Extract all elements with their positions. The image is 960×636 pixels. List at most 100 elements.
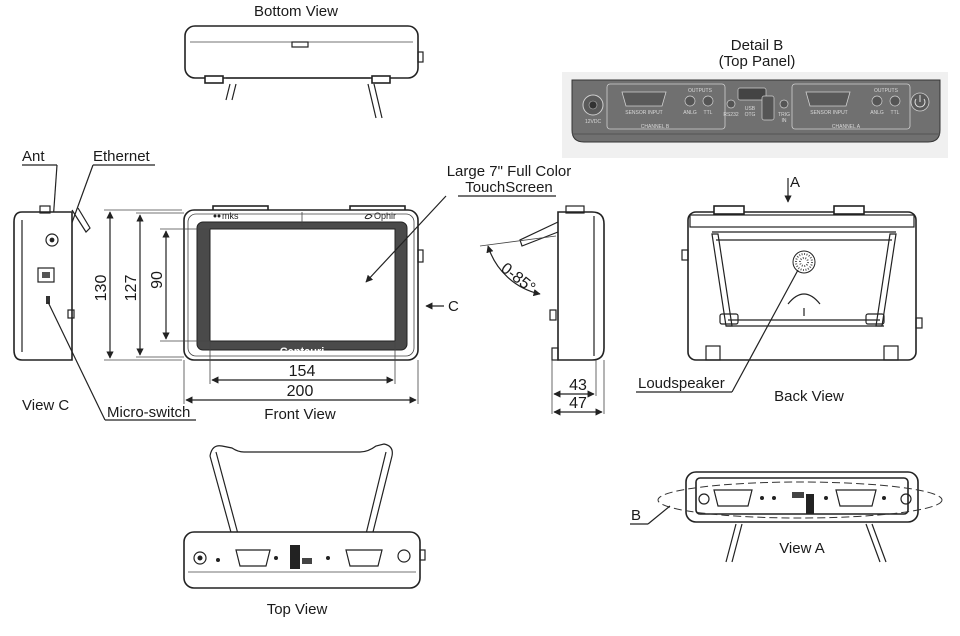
- side-profile-foot: [551, 347, 559, 361]
- view-a-dot-1-icon: [760, 496, 764, 500]
- side-view-clip: [67, 309, 75, 319]
- ophir-logo-icon: [364, 213, 373, 220]
- top-view-dot-2-icon: [274, 556, 278, 560]
- side-view-body: [13, 211, 73, 361]
- top-view-stand-right: [365, 451, 393, 537]
- back-view: A Loudspeaker Back View: [636, 174, 923, 405]
- back-view-top-tab-right: [833, 205, 865, 215]
- bottom-view: Bottom View: [184, 3, 424, 119]
- ant-label: Ant: [22, 148, 45, 165]
- view-a-dot-3-icon: [824, 496, 828, 500]
- dim-130: 130: [93, 275, 110, 302]
- front-view: mks Ophir Centauri Large 7" Full Color T…: [93, 163, 571, 423]
- view-c-label: View C: [22, 397, 69, 414]
- top-view-trig-lever-icon: [290, 545, 300, 569]
- view-a-dot-4-icon: [882, 496, 886, 500]
- ttl-a-jack-icon: [889, 95, 901, 107]
- top-view-power-button-icon: [397, 549, 411, 563]
- top-view: Top View: [183, 443, 426, 618]
- stand-top-bar: [712, 231, 896, 241]
- back-view-top-tab-left: [713, 205, 745, 215]
- bottom-view-body: [184, 25, 419, 79]
- bottom-view-stand-leg-right: [367, 83, 383, 119]
- micro-switch-label: Micro-switch: [107, 404, 190, 421]
- loudspeaker-label: Loudspeaker: [638, 375, 725, 392]
- back-view-foot-left: [705, 345, 721, 361]
- back-view-label: Back View: [774, 388, 844, 405]
- mks-logo: mks: [222, 211, 239, 221]
- top-view-dot-1-icon: [216, 558, 220, 562]
- view-a-power-button-icon: [900, 493, 912, 505]
- dim-154: 154: [289, 363, 316, 380]
- back-view-hinge-bar: [689, 214, 915, 228]
- rs232-jack-icon: [726, 99, 736, 109]
- side-view-stand: [71, 207, 91, 233]
- detail-b-subtitle: (Top Panel): [719, 53, 796, 70]
- dc-label: 12VDC: [585, 119, 602, 125]
- front-view-side-connector: [417, 249, 424, 263]
- screen-callout-leader: [365, 195, 447, 283]
- view-a-sensor-a-connector-icon: [835, 489, 877, 507]
- channel-a-label: CHANNEL A: [832, 124, 861, 130]
- top-view-dc-pin-icon: [197, 555, 203, 561]
- detail-b: Detail B (Top Panel) 12VDC SENSOR INPUT …: [562, 37, 948, 158]
- top-view-stand-left: [209, 451, 239, 537]
- view-a-stand-right: [865, 523, 887, 563]
- mks-logo-dot2-icon: [217, 214, 221, 218]
- side-profile-clip: [549, 309, 557, 321]
- top-view-label: Top View: [267, 601, 328, 618]
- channel-b-box: [606, 83, 726, 130]
- back-view-grip: [787, 293, 821, 305]
- anlg-b-jack-icon: [684, 95, 696, 107]
- dim-47: 47: [569, 395, 587, 412]
- bottom-view-connector: [417, 51, 424, 63]
- back-view-left-connector: [681, 249, 689, 261]
- marker-b: B: [631, 507, 641, 524]
- top-view-sensor-a-connector-icon: [345, 549, 383, 567]
- stand-foot-right: [865, 313, 885, 325]
- sensor-a-label: SENSOR INPUT: [810, 110, 848, 116]
- usb-label: USB: [745, 106, 756, 112]
- ttl-a-label: TTL: [891, 110, 900, 116]
- outputs-b-label: OUTPUTS: [688, 88, 713, 94]
- view-a: B View A: [630, 471, 943, 563]
- dim-127: 127: [123, 275, 140, 302]
- view-c: Ant Ethernet Micro-switch View C: [13, 148, 196, 421]
- tilt-ref-line: [479, 235, 557, 247]
- mks-logo-dot-icon: [213, 214, 217, 218]
- side-profile-top-tab: [565, 205, 585, 214]
- ttl-b-label: TTL: [704, 110, 713, 116]
- dim-200: 200: [287, 383, 314, 400]
- back-view-body: [687, 211, 917, 361]
- loudspeaker-grille-inner-icon: [799, 257, 809, 267]
- top-view-side-connector: [419, 549, 426, 561]
- side-profile-body: [557, 211, 605, 361]
- bottom-view-label: Bottom View: [254, 3, 338, 20]
- dim-90: 90: [149, 271, 166, 289]
- anlg-a-label: ANLG: [870, 110, 884, 116]
- marker-c: C: [448, 298, 459, 315]
- view-a-dot-2-icon: [772, 496, 776, 500]
- micro-switch-leader: [47, 301, 106, 421]
- screen-callout-line1: Large 7" Full Color: [447, 163, 572, 180]
- loudspeaker-icon: [792, 250, 816, 274]
- top-view-dot-3-icon: [326, 556, 330, 560]
- sensor-a-connector-icon: [805, 91, 851, 107]
- marker-a-top: A: [790, 174, 800, 191]
- outputs-a-label: OUTPUTS: [874, 88, 899, 94]
- rs232-label: RS232: [723, 112, 739, 118]
- stand-bottom-bar: [726, 319, 884, 327]
- trig-jack-icon: [779, 99, 789, 109]
- loudspeaker-leader: [731, 269, 799, 393]
- bottom-view-foot-left: [204, 75, 224, 84]
- screen-callout-line2: TouchScreen: [465, 179, 553, 196]
- back-view-right-clip: [915, 317, 923, 329]
- front-view-bezel: [187, 213, 415, 357]
- side-view-top-tab: [39, 205, 51, 214]
- anlg-a-jack-icon: [871, 95, 883, 107]
- ethernet-label: Ethernet: [93, 148, 151, 165]
- marker-b-leader: [647, 505, 671, 525]
- dim-43: 43: [569, 377, 587, 394]
- otg-label: OTG: [745, 112, 756, 118]
